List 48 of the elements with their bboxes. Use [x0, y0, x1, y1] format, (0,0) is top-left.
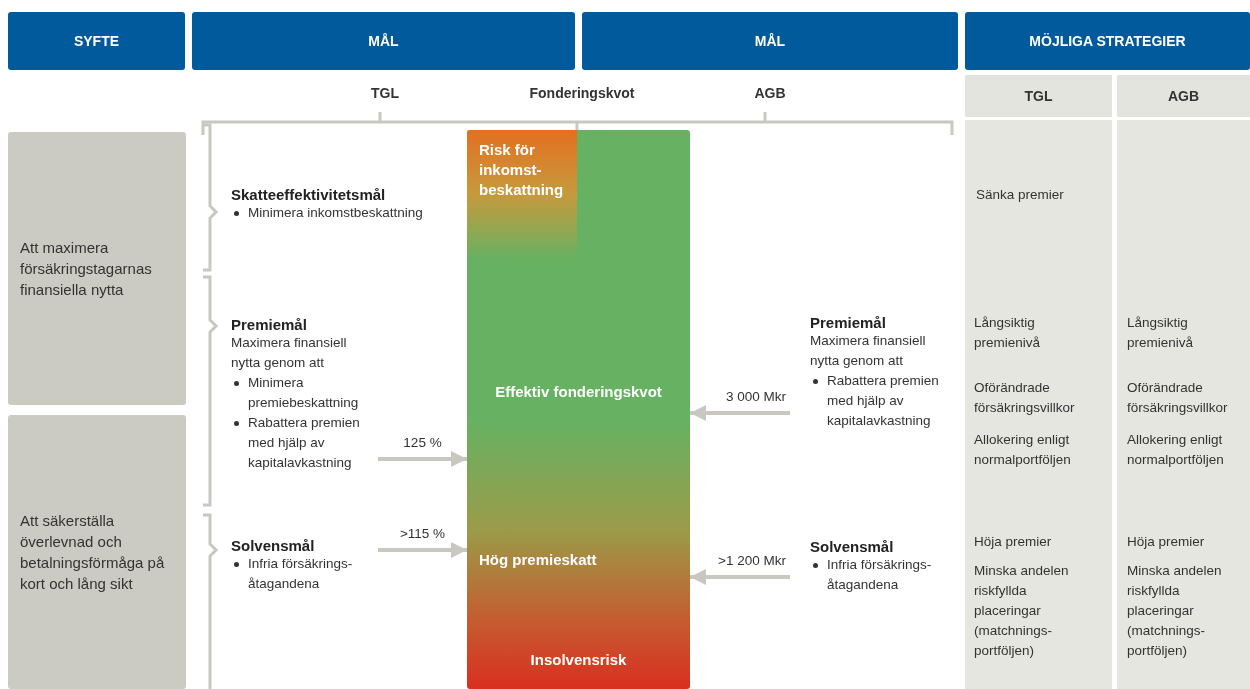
- edge-label: 125 %: [401, 435, 444, 450]
- column-subheader: AGB: [753, 84, 787, 103]
- bar-label: Hög premieskatt: [479, 550, 598, 570]
- edge-label: >115 %: [397, 526, 448, 541]
- column-subheader: Fonderingskvot: [528, 84, 636, 103]
- strategy-text: Allokering enligt normalportföljen: [974, 431, 1072, 469]
- bar-label: Risk för inkomst- beskattning: [479, 140, 565, 200]
- bar-label: Effektiv fonderingskvot: [494, 382, 663, 402]
- column-header: AGB: [1117, 75, 1250, 117]
- bullet-text: Minimera inkomstbeskattning: [248, 204, 424, 222]
- purpose-box: Att säkerställa överlevnad och betalningsförmåga på kort och lång sikt: [8, 415, 186, 689]
- strategy-text: Allokering enligt normalportföljen: [1127, 431, 1225, 469]
- strategy-text: Långsiktig premienivå: [1127, 314, 1195, 352]
- edge-label: 3 000 Mkr: [723, 389, 788, 404]
- bullet-text: Minimera premiebeskattning: [248, 374, 360, 412]
- goal-description: Maximera finansiell nytta genom att: [810, 332, 927, 370]
- strategy-text: Sänka premier: [976, 186, 1065, 204]
- strategy-text: Höja premier: [974, 533, 1053, 551]
- strategy-text: Minska andelen riskfyllda placeringar (matchnings- portföljen): [974, 562, 1070, 660]
- column-header: MÅL: [192, 12, 575, 70]
- goal-heading: Solvensmål: [231, 537, 316, 554]
- bullet-text: Infria försäkrings- åtagandena: [248, 555, 354, 593]
- bullet-text: Rabattera premien med hjälp av kapitalavkastning: [248, 414, 361, 472]
- purpose-box: Att maximera försäkringstagarnas finansiella nytta: [8, 132, 186, 405]
- column-header: MÖJLIGA STRATEGIER: [965, 12, 1250, 70]
- goal-heading: Skatteeffektivitetsmål: [231, 186, 387, 203]
- column-header: TGL: [965, 75, 1112, 117]
- arrow: [378, 542, 467, 558]
- strategy-text: Långsiktig premienivå: [974, 314, 1042, 352]
- strategy-text: Oförändrade försäkringsvillkor: [974, 379, 1076, 417]
- goal-heading: Premiemål: [231, 316, 308, 333]
- column-header: MÅL: [582, 12, 958, 70]
- edge-label: >1 200 Mkr: [716, 553, 788, 568]
- arrow: [690, 405, 790, 421]
- column-subheader: TGL: [370, 84, 400, 103]
- bullet-text: Rabattera premien med hjälp av kapitalavkastning: [827, 372, 940, 430]
- strategy-text: Oförändrade försäkringsvillkor: [1127, 379, 1229, 417]
- bullet-text: Infria försäkrings- åtagandena: [827, 556, 933, 594]
- arrow: [690, 569, 790, 585]
- goal-heading: Premiemål: [810, 314, 887, 331]
- bar-label: Insolvensrisk: [529, 650, 628, 670]
- arrow: [378, 451, 467, 467]
- gradient-bar: [467, 130, 690, 689]
- strategy-text: Minska andelen riskfyllda placeringar (matchnings- portföljen): [1127, 562, 1223, 660]
- column-header: SYFTE: [8, 12, 185, 70]
- goal-heading: Solvensmål: [810, 538, 895, 555]
- goal-description: Maximera finansiell nytta genom att: [231, 334, 348, 372]
- strategy-text: Höja premier: [1127, 533, 1206, 551]
